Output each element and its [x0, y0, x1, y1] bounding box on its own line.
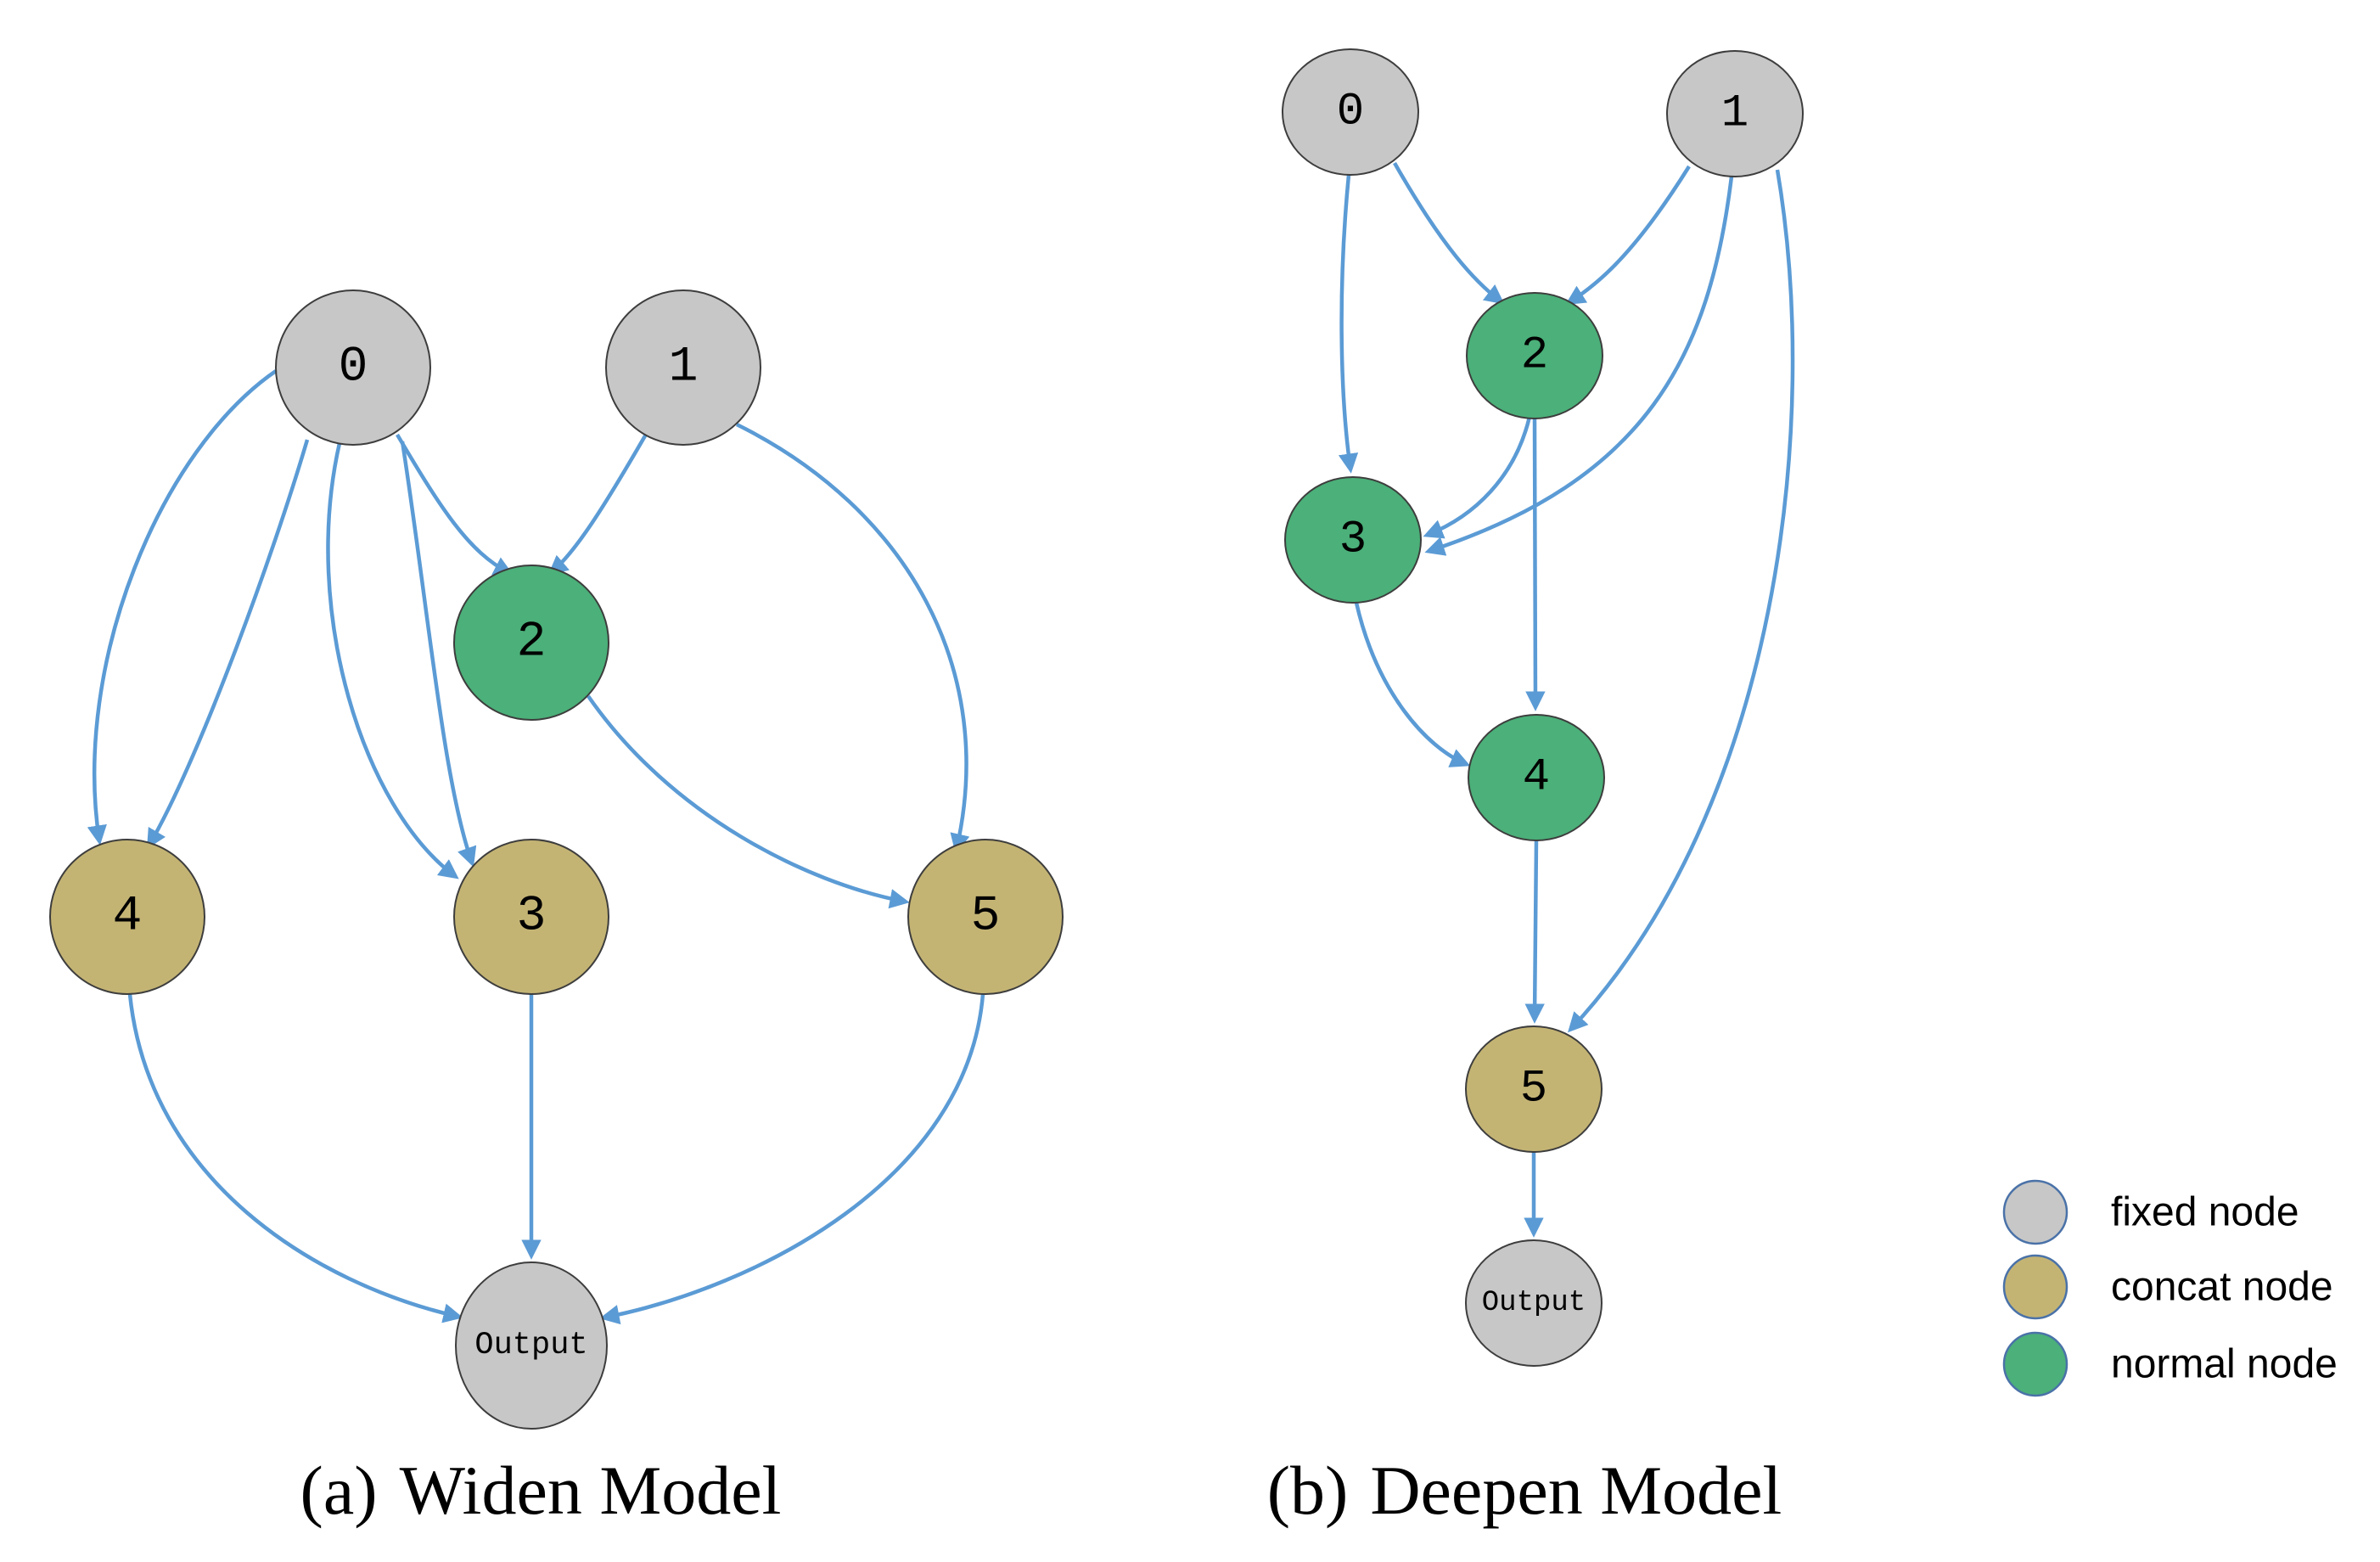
- node-widen-3: [453, 839, 609, 995]
- node-widen-5: [907, 839, 1064, 995]
- legend-swatch-normal-icon: [2002, 1331, 2068, 1397]
- edge-deepen-1-to-3: [1424, 176, 1734, 556]
- node-label-deepen-2: 2: [1521, 330, 1548, 382]
- node-label-widen-4: 4: [113, 890, 143, 945]
- edge-widen-1-to-5: [736, 422, 970, 854]
- edge-deepen-4-to-5: [1524, 840, 1545, 1024]
- node-deepen-3: [1284, 476, 1422, 604]
- edge-widen-0-to-3: [400, 441, 477, 868]
- node-widen-Output: [455, 1261, 608, 1430]
- node-deepen-5: [1465, 1025, 1603, 1153]
- node-deepen-Output: [1465, 1239, 1603, 1367]
- edge-deepen-3-to-4: [1354, 602, 1471, 767]
- node-widen-0: [275, 289, 431, 446]
- caption-prefix-widen: (a): [300, 1452, 378, 1529]
- node-label-deepen-Output: Output: [1482, 1287, 1586, 1319]
- caption-prefix-deepen: (b): [1267, 1452, 1349, 1529]
- node-label-widen-5: 5: [971, 890, 1001, 945]
- node-deepen-4: [1468, 714, 1605, 841]
- edge-deepen-1-to-2: [1565, 165, 1691, 306]
- edge-deepen-2-to-3: [1423, 416, 1532, 539]
- node-widen-2: [453, 565, 609, 721]
- edge-deepen-0-to-2: [1393, 161, 1505, 305]
- node-widen-4: [49, 839, 205, 995]
- node-label-widen-0: 0: [339, 340, 368, 396]
- legend: fixed node concat node normal node: [2002, 1179, 2338, 1397]
- edge-widen-0-to-2: [396, 433, 514, 576]
- node-label-deepen-4: 4: [1523, 752, 1550, 804]
- edge-deepen-1-to-5: [1568, 169, 1795, 1033]
- node-label-widen-1: 1: [669, 340, 699, 396]
- node-widen-1: [605, 289, 761, 446]
- node-label-widen-2: 2: [517, 615, 547, 671]
- edge-widen-5-to-Output: [599, 993, 985, 1325]
- node-label-widen-3: 3: [517, 890, 547, 945]
- node-deepen-0: [1282, 48, 1419, 176]
- edge-widen-0-to-3: [326, 442, 459, 879]
- edge-widen-0-to-4: [87, 369, 278, 846]
- legend-label-fixed: fixed node: [2111, 1190, 2299, 1235]
- node-label-deepen-5: 5: [1520, 1064, 1547, 1115]
- caption-title-widen: Widen Model: [400, 1452, 782, 1529]
- edge-widen-2-to-5: [587, 694, 910, 909]
- node-label-widen-Output: Output: [474, 1328, 587, 1363]
- node-deepen-2: [1466, 292, 1603, 419]
- caption-deepen: (b) Deepen Model: [1267, 1452, 1782, 1529]
- edge-widen-0-to-4: [147, 439, 310, 850]
- node-deepen-1: [1666, 50, 1804, 177]
- edge-widen-4-to-Output: [127, 993, 463, 1323]
- legend-swatch-fixed-icon: [2002, 1179, 2068, 1245]
- node-label-deepen-1: 1: [1721, 88, 1749, 140]
- edge-deepen-0-to-3: [1338, 174, 1359, 474]
- caption-widen: (a) Widen Model: [300, 1452, 782, 1529]
- node-label-deepen-0: 0: [1337, 87, 1364, 138]
- node-label-deepen-3: 3: [1339, 514, 1367, 566]
- legend-swatch-concat-icon: [2002, 1254, 2068, 1320]
- edge-widen-1-to-2: [547, 431, 648, 576]
- legend-label-concat: concat node: [2111, 1265, 2333, 1310]
- legend-label-normal: normal node: [2111, 1342, 2338, 1387]
- caption-title-deepen: Deepen Model: [1370, 1452, 1782, 1529]
